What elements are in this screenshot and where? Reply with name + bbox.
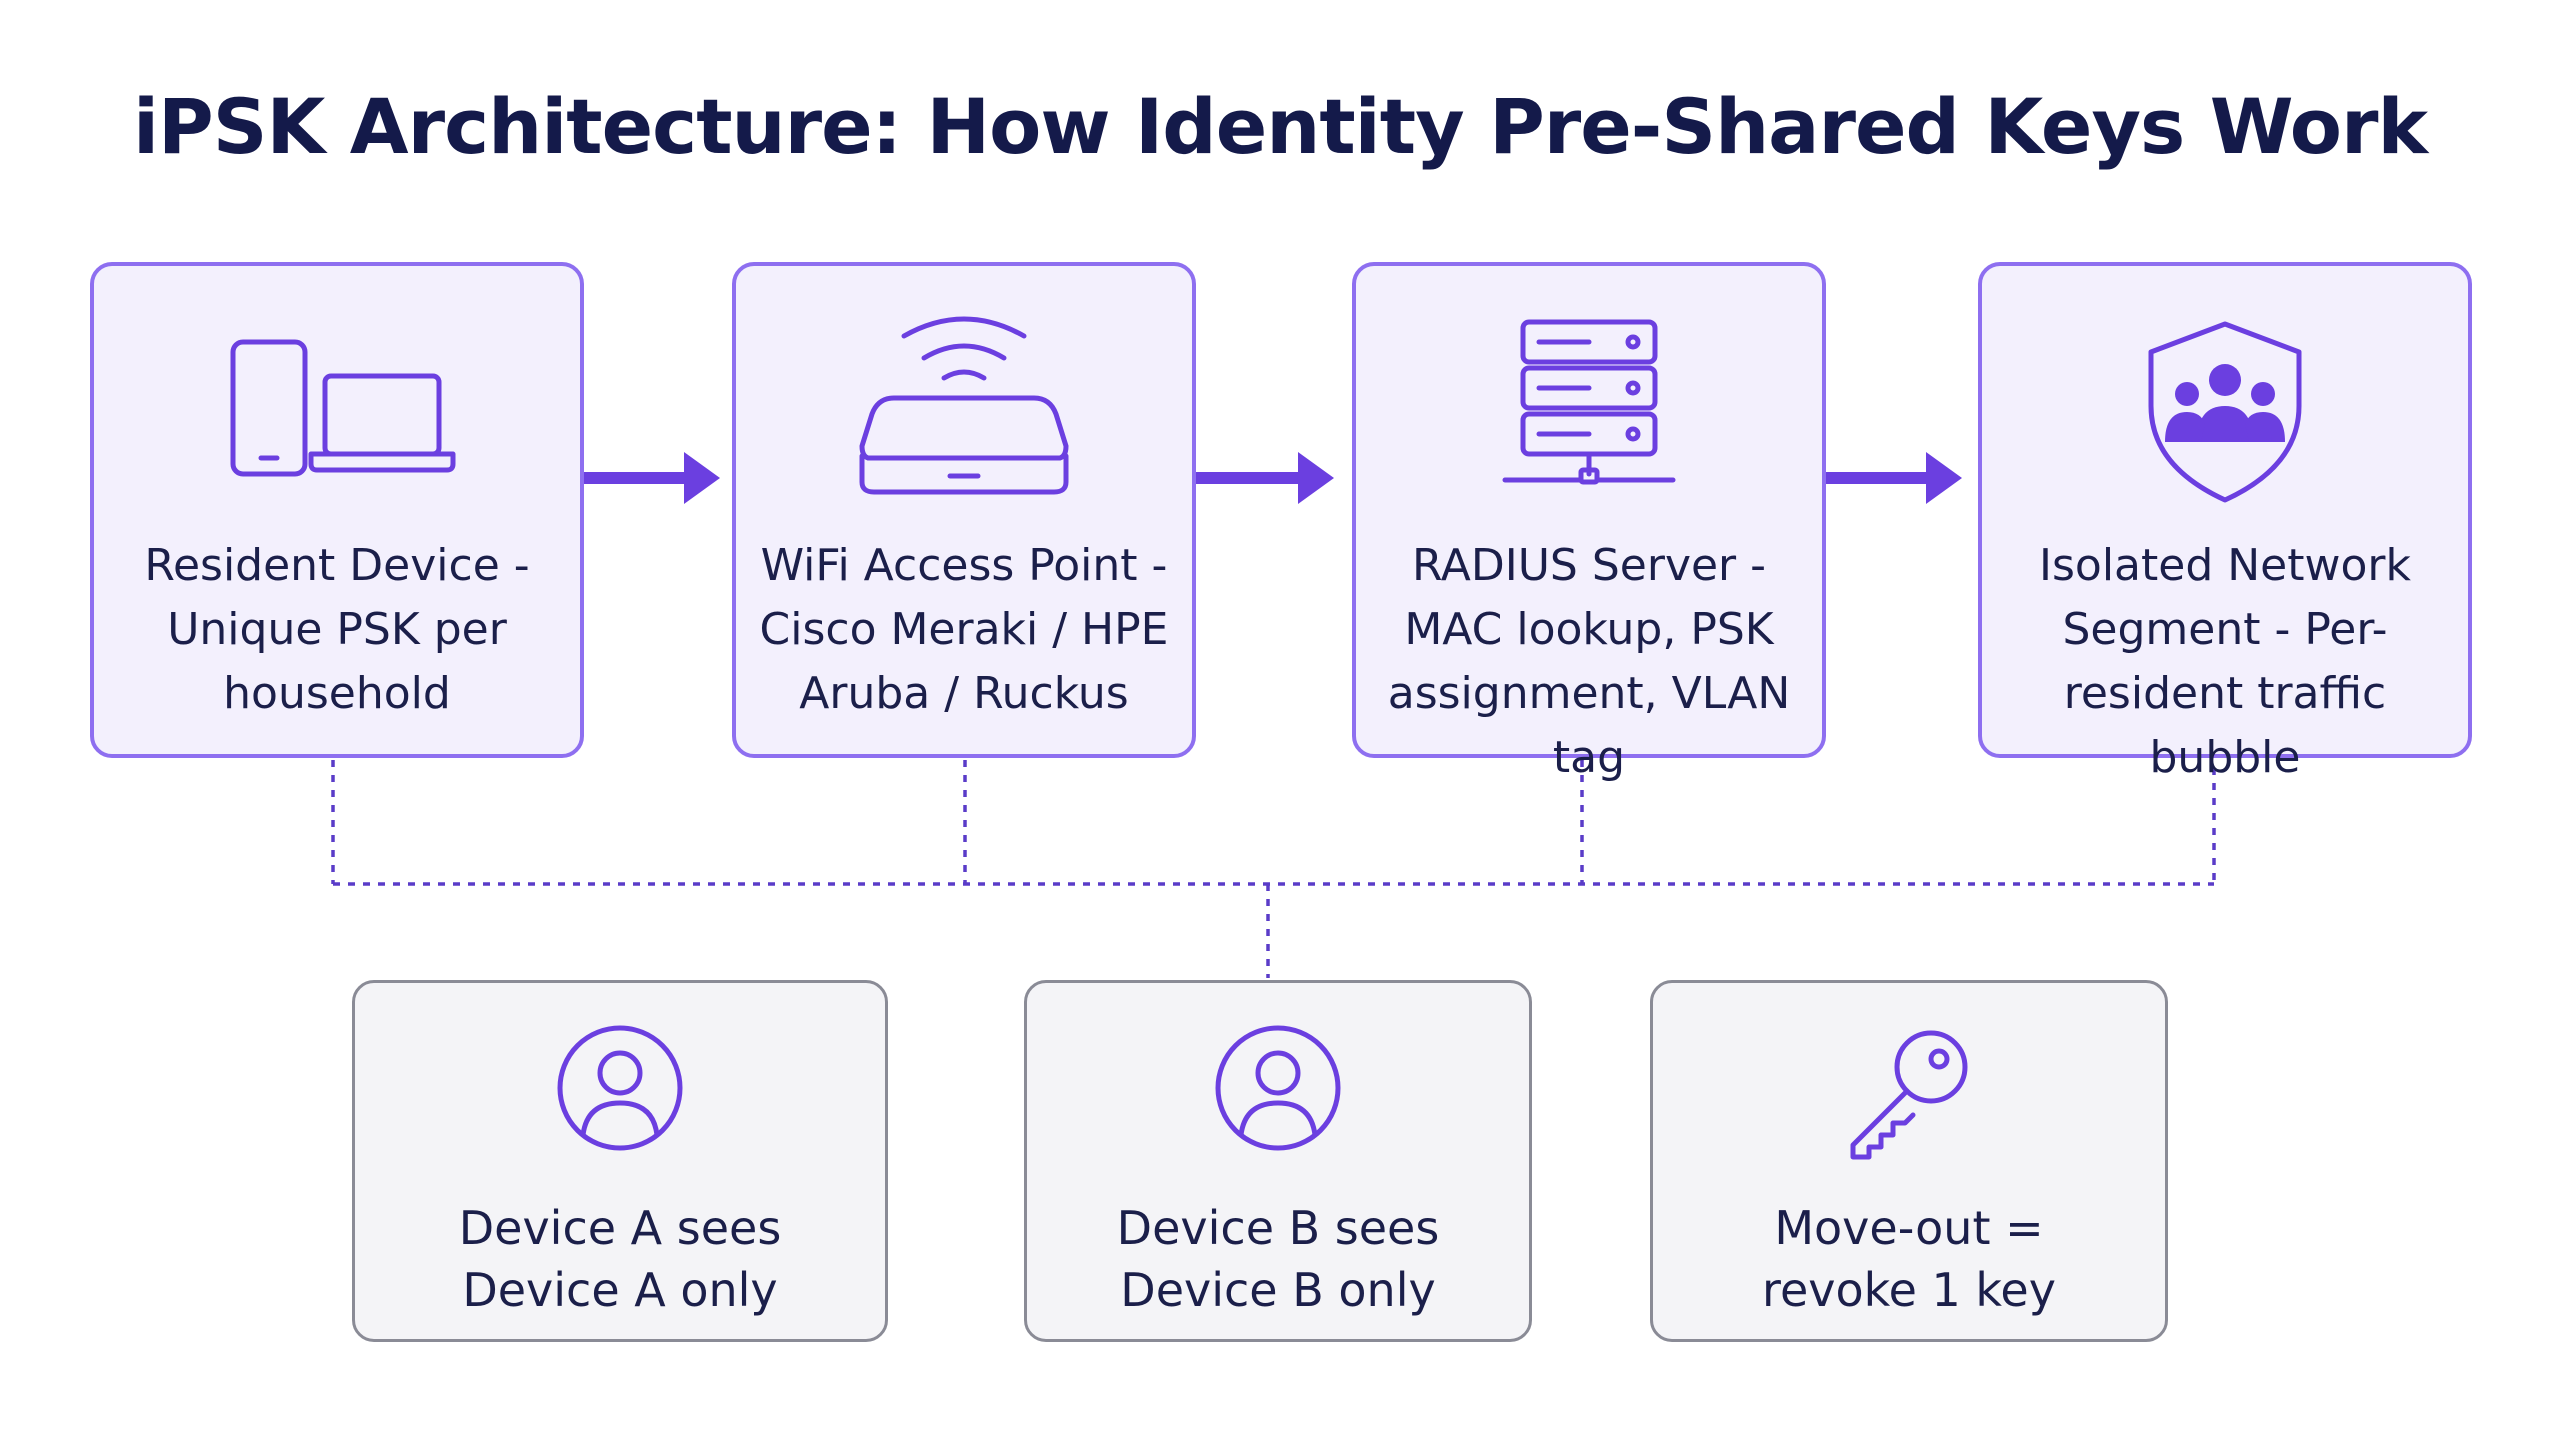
outcome-move-out: Move-out = revoke 1 key [1650,980,2168,1342]
flow-step-label: RADIUS Server - MAC lookup, PSK assignme… [1387,540,1791,783]
flow-step-label: Resident Device - Unique PSK per househo… [144,540,530,719]
outcome-label: Move-out = revoke 1 key [1762,1201,2056,1317]
arrow-2 [1196,452,1334,504]
flow-arrows [582,452,1962,504]
arrow-3 [1824,452,1962,504]
shield-group-icon [1982,316,2468,506]
page-title: iPSK Architecture: How Identity Pre-Shar… [132,82,2428,171]
flow-step-label: WiFi Access Point - Cisco Meraki / HPE A… [759,540,1169,719]
devices-icon [94,336,580,486]
wifi-router-icon [736,306,1192,506]
flow-step-label: Isolated Network Segment - Per- resident… [2039,540,2411,783]
arrow-1 [582,452,720,504]
flow-step-isolated-segment: Isolated Network Segment - Per- resident… [1978,262,2472,783]
outcome-label: Device A sees Device A only [458,1201,782,1317]
dotted-tree [331,760,2216,978]
user-icon [1027,1023,1529,1153]
outcome-label: Device B sees Device B only [1116,1201,1440,1317]
server-icon [1356,316,1822,496]
flow-step-radius-server: RADIUS Server - MAC lookup, PSK assignme… [1352,262,1826,783]
outcome-device-a: Device A sees Device A only [352,980,888,1342]
user-icon [355,1023,885,1153]
flow-step-resident-device: Resident Device - Unique PSK per househo… [90,262,584,758]
flow-step-wifi-access-point: WiFi Access Point - Cisco Meraki / HPE A… [732,262,1196,758]
key-icon [1653,1023,2165,1163]
outcome-device-b: Device B sees Device B only [1024,980,1532,1342]
